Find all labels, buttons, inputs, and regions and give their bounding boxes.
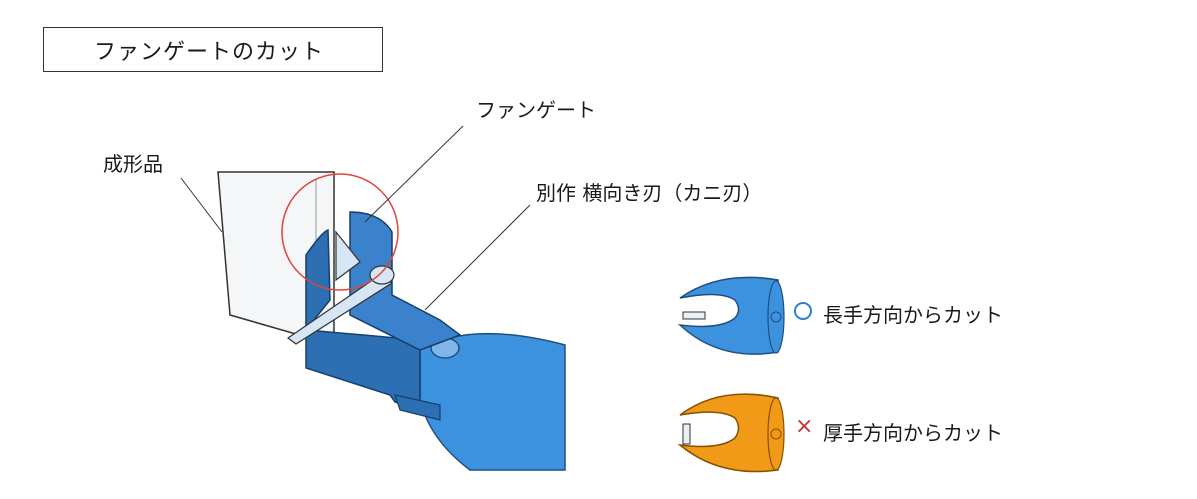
option-thick-side-text: 厚手方向からカット [823,421,1003,445]
diagram-title: ファンゲートのカット [43,27,383,72]
blade-long-side [677,276,785,355]
ng-cross-icon: × [795,414,814,439]
fan-gate [335,230,361,282]
label-fan-gate: ファンゲート [476,98,596,122]
ok-circle-icon [794,302,812,320]
jaw-right [349,211,462,351]
option-long-side-text: 長手方向からカット [823,303,1003,327]
highlight-ring [281,173,399,291]
jaw-left [305,228,331,333]
label-tool: 別作 横向き刃（カニ刃） [536,181,763,205]
blade-thick-side [677,393,785,473]
label-molded-product: 成形品 [103,152,163,176]
runner [286,274,394,345]
